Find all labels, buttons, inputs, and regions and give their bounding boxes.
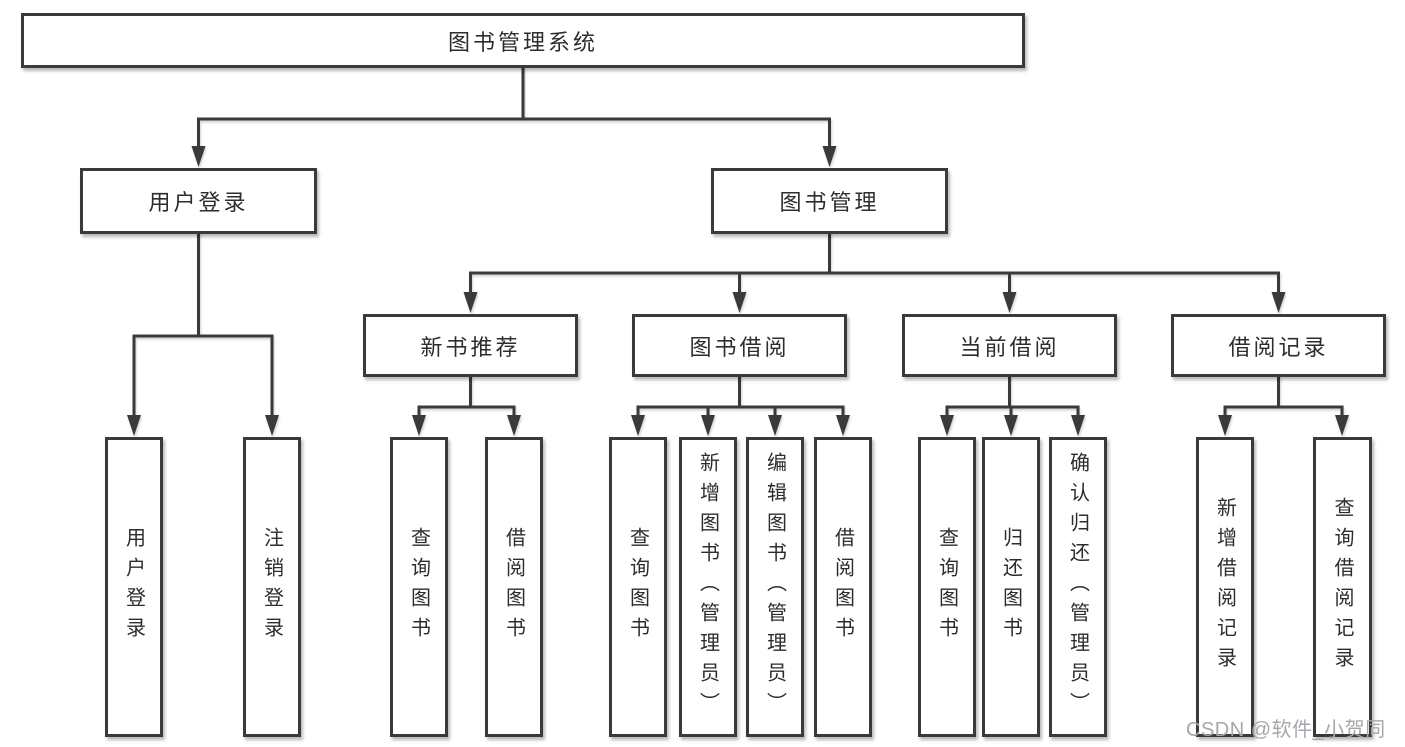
- node-new-book-recommend: 新书推荐: [363, 314, 578, 377]
- arrowhead: [507, 415, 521, 436]
- arrowhead: [732, 292, 747, 313]
- watermark-text: CSDN @软件_小贺同学: [1186, 719, 1386, 741]
- arrowheads: [127, 146, 1349, 436]
- leaf-query-borrow-record: 查询借阅记录: [1313, 437, 1372, 737]
- leaf-add-book-admin: 新增图书（管理员）: [679, 437, 737, 737]
- arrowhead: [412, 415, 426, 436]
- connector-segments: [132, 66, 1344, 421]
- node-current-borrowing: 当前借阅: [902, 314, 1117, 377]
- arrowhead: [1071, 415, 1085, 436]
- leaf-return-books: 归还图书: [982, 437, 1040, 737]
- node-book-management: 图书管理: [711, 168, 948, 234]
- arrowhead: [822, 146, 837, 167]
- arrowhead: [1002, 292, 1017, 313]
- leaf-add-borrow-record: 新增借阅记录: [1196, 437, 1254, 737]
- arrowhead: [265, 415, 279, 436]
- arrowhead: [191, 146, 206, 167]
- leaf-logout: 注销登录: [243, 437, 301, 737]
- arrowhead: [1335, 415, 1349, 436]
- leaf-query-books-borrowing: 查询图书: [609, 437, 667, 737]
- node-book-borrowing: 图书借阅: [632, 314, 847, 377]
- node-borrow-records: 借阅记录: [1171, 314, 1386, 377]
- node-root: 图书管理系统: [21, 13, 1025, 68]
- arrowhead: [940, 415, 954, 436]
- arrowhead: [631, 415, 645, 436]
- arrowhead: [1271, 292, 1286, 313]
- leaf-user-login: 用户登录: [105, 437, 163, 737]
- arrowhead: [127, 415, 141, 436]
- arrowhead: [1004, 415, 1018, 436]
- arrowhead: [768, 415, 782, 436]
- leaf-query-books-recommend: 查询图书: [390, 437, 448, 737]
- arrowhead: [463, 292, 478, 313]
- leaf-borrow-books: 借阅图书: [814, 437, 872, 737]
- leaf-query-books-current: 查询图书: [918, 437, 976, 737]
- arrowhead: [701, 415, 715, 436]
- leaf-confirm-return-admin: 确认归还（管理员）: [1049, 437, 1107, 737]
- leaf-edit-book-admin: 编辑图书（管理员）: [746, 437, 804, 737]
- node-user-login: 用户登录: [80, 168, 317, 234]
- arrowhead: [836, 415, 850, 436]
- arrowhead: [1218, 415, 1232, 436]
- leaf-borrow-books-recommend: 借阅图书: [485, 437, 543, 737]
